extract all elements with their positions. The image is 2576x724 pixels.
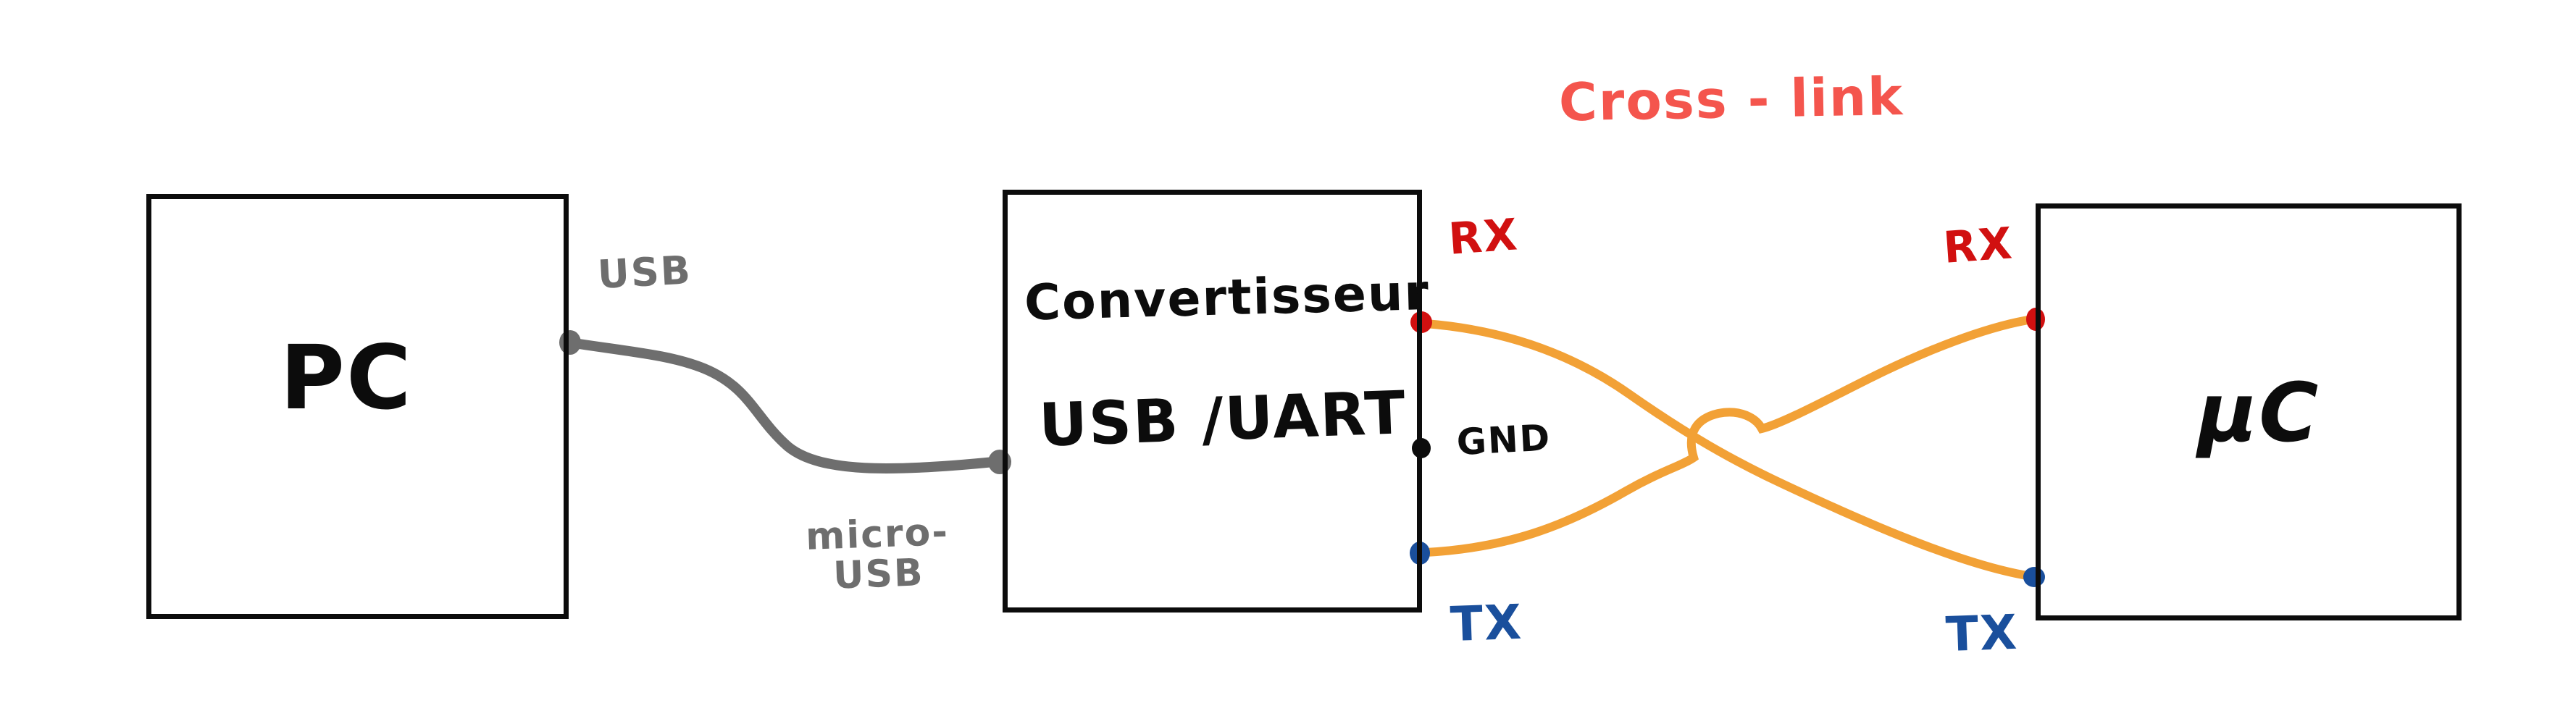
mcu-label: µC: [2197, 366, 2320, 461]
converter-label-line1: Convertisseur: [1024, 264, 1431, 332]
converter-label-line2: USB /UART: [1037, 379, 1408, 460]
mcu-tx-pin-label: TX: [1944, 604, 2020, 663]
converter-box: [1003, 190, 1422, 613]
converter-tx-pin-label: TX: [1449, 594, 1524, 653]
micro-usb-cable-label: micro- USB: [805, 510, 950, 598]
usb-cable-label: USB: [596, 247, 693, 298]
pc-label: PC: [280, 326, 413, 429]
mcu-rx-pin-label: RX: [1941, 218, 2015, 274]
pc-box: [146, 194, 569, 619]
usb-cable: [564, 337, 999, 474]
crosslink-title: Cross - link: [1558, 66, 1904, 133]
mcu-box: [2036, 203, 2462, 620]
gnd-pin-label: GND: [1455, 416, 1552, 464]
converter-rx-pin-label: RX: [1447, 209, 1521, 265]
